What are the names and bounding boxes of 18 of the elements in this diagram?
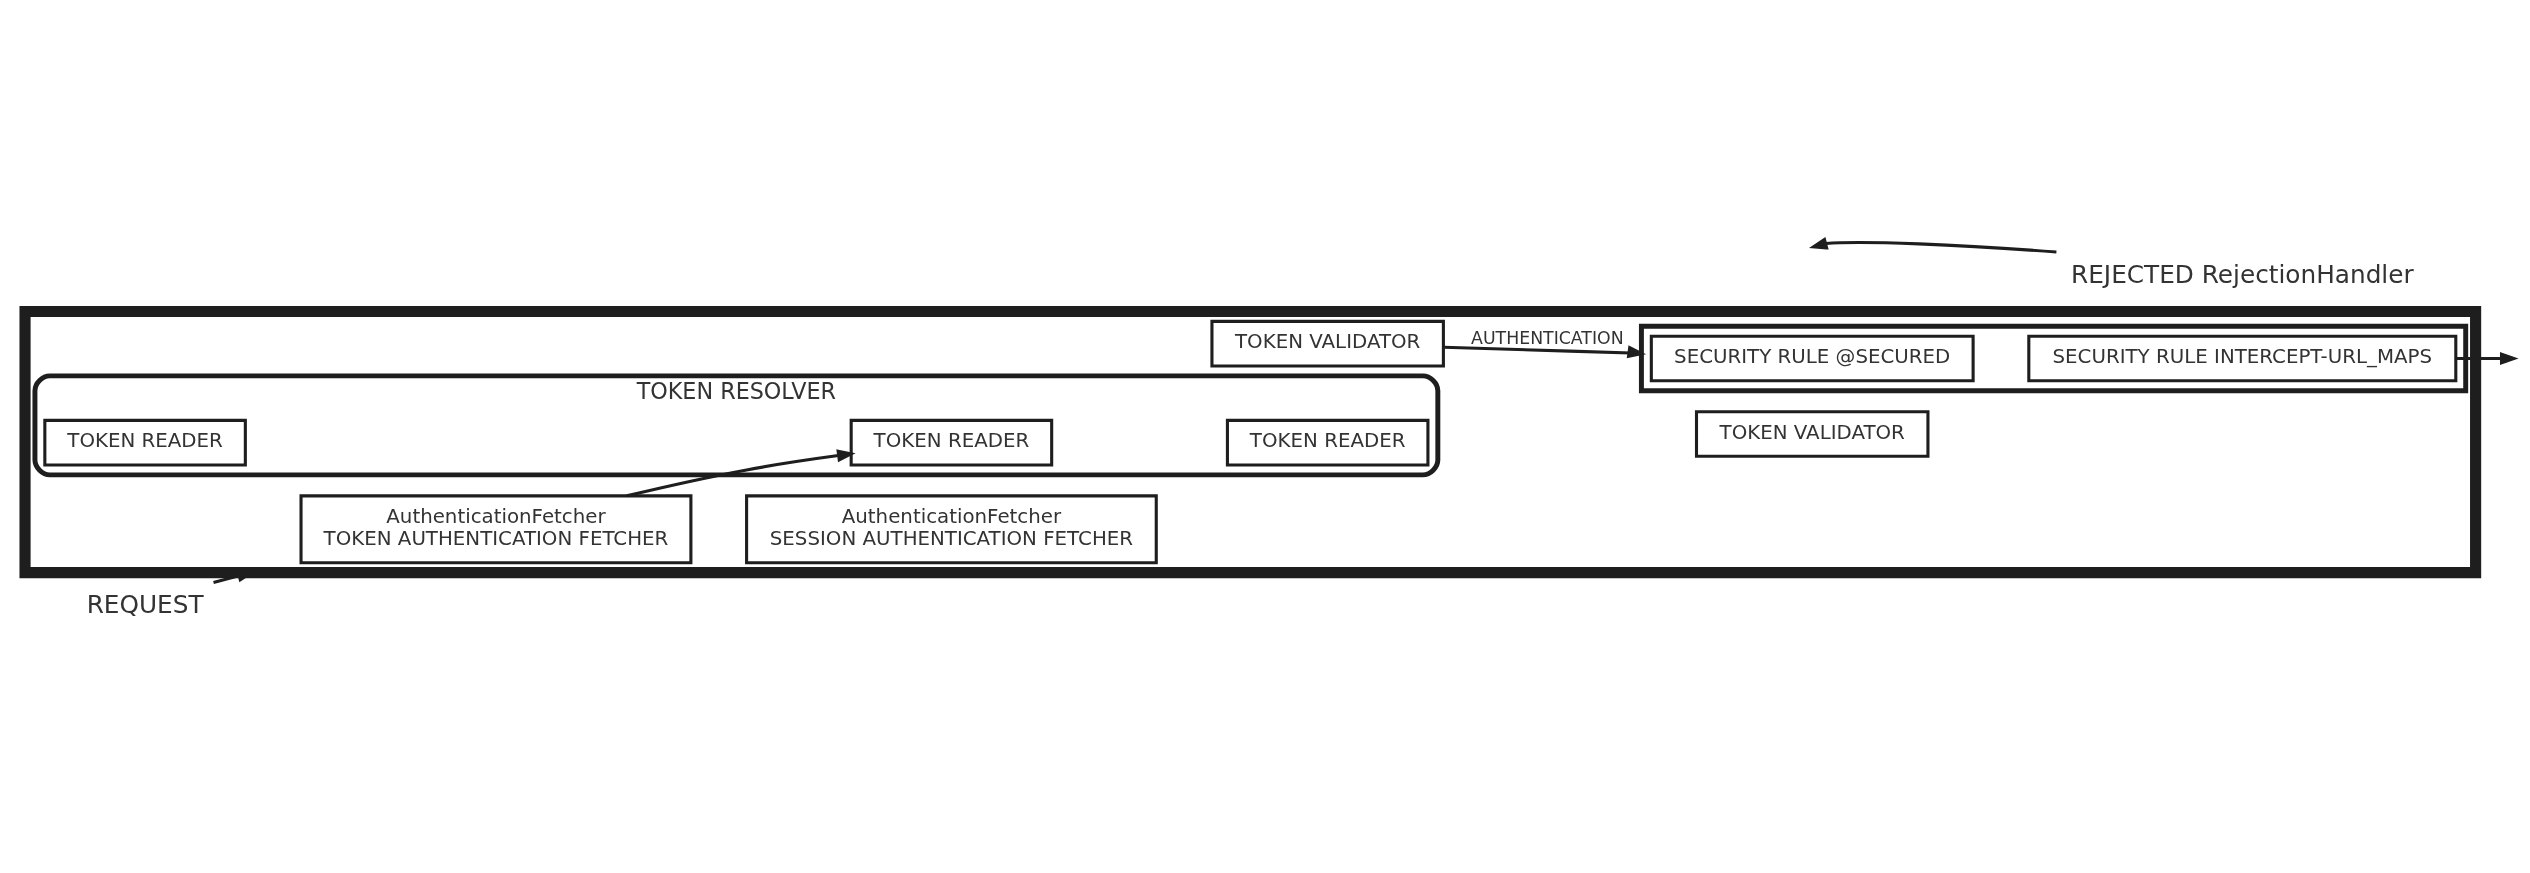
arrow (1809, 236, 2057, 254)
cluster (19, 305, 2482, 578)
cluster (1638, 323, 2469, 393)
node-box: AuthenticationFetcher SESSION AUTHENTICATION FETCHER (745, 493, 1158, 564)
node-box: TOKEN VALIDATOR (1210, 319, 1445, 367)
node-text: REJECTED RejectionHandler (2070, 259, 2414, 289)
node-box: TOKEN READER (1225, 418, 1430, 466)
node-box: AuthenticationFetcher TOKEN AUTHENTICATION FETCHER (299, 493, 693, 564)
node-box: SECURITY RULE @SECURED (1649, 334, 1975, 382)
arrow (2455, 351, 2519, 365)
node-box: TOKEN VALIDATOR (1694, 409, 1930, 458)
node-box: TOKEN READER (849, 418, 1054, 466)
node-box: TOKEN READER (43, 418, 247, 466)
node-box: SECURITY RULE INTERCEPT-URL_MAPS (2027, 334, 2458, 382)
arrow (626, 448, 856, 497)
arrow (1443, 344, 1647, 358)
edge-label: AUTHENTICATION (1471, 327, 1624, 348)
node-text: REQUEST (86, 589, 204, 619)
